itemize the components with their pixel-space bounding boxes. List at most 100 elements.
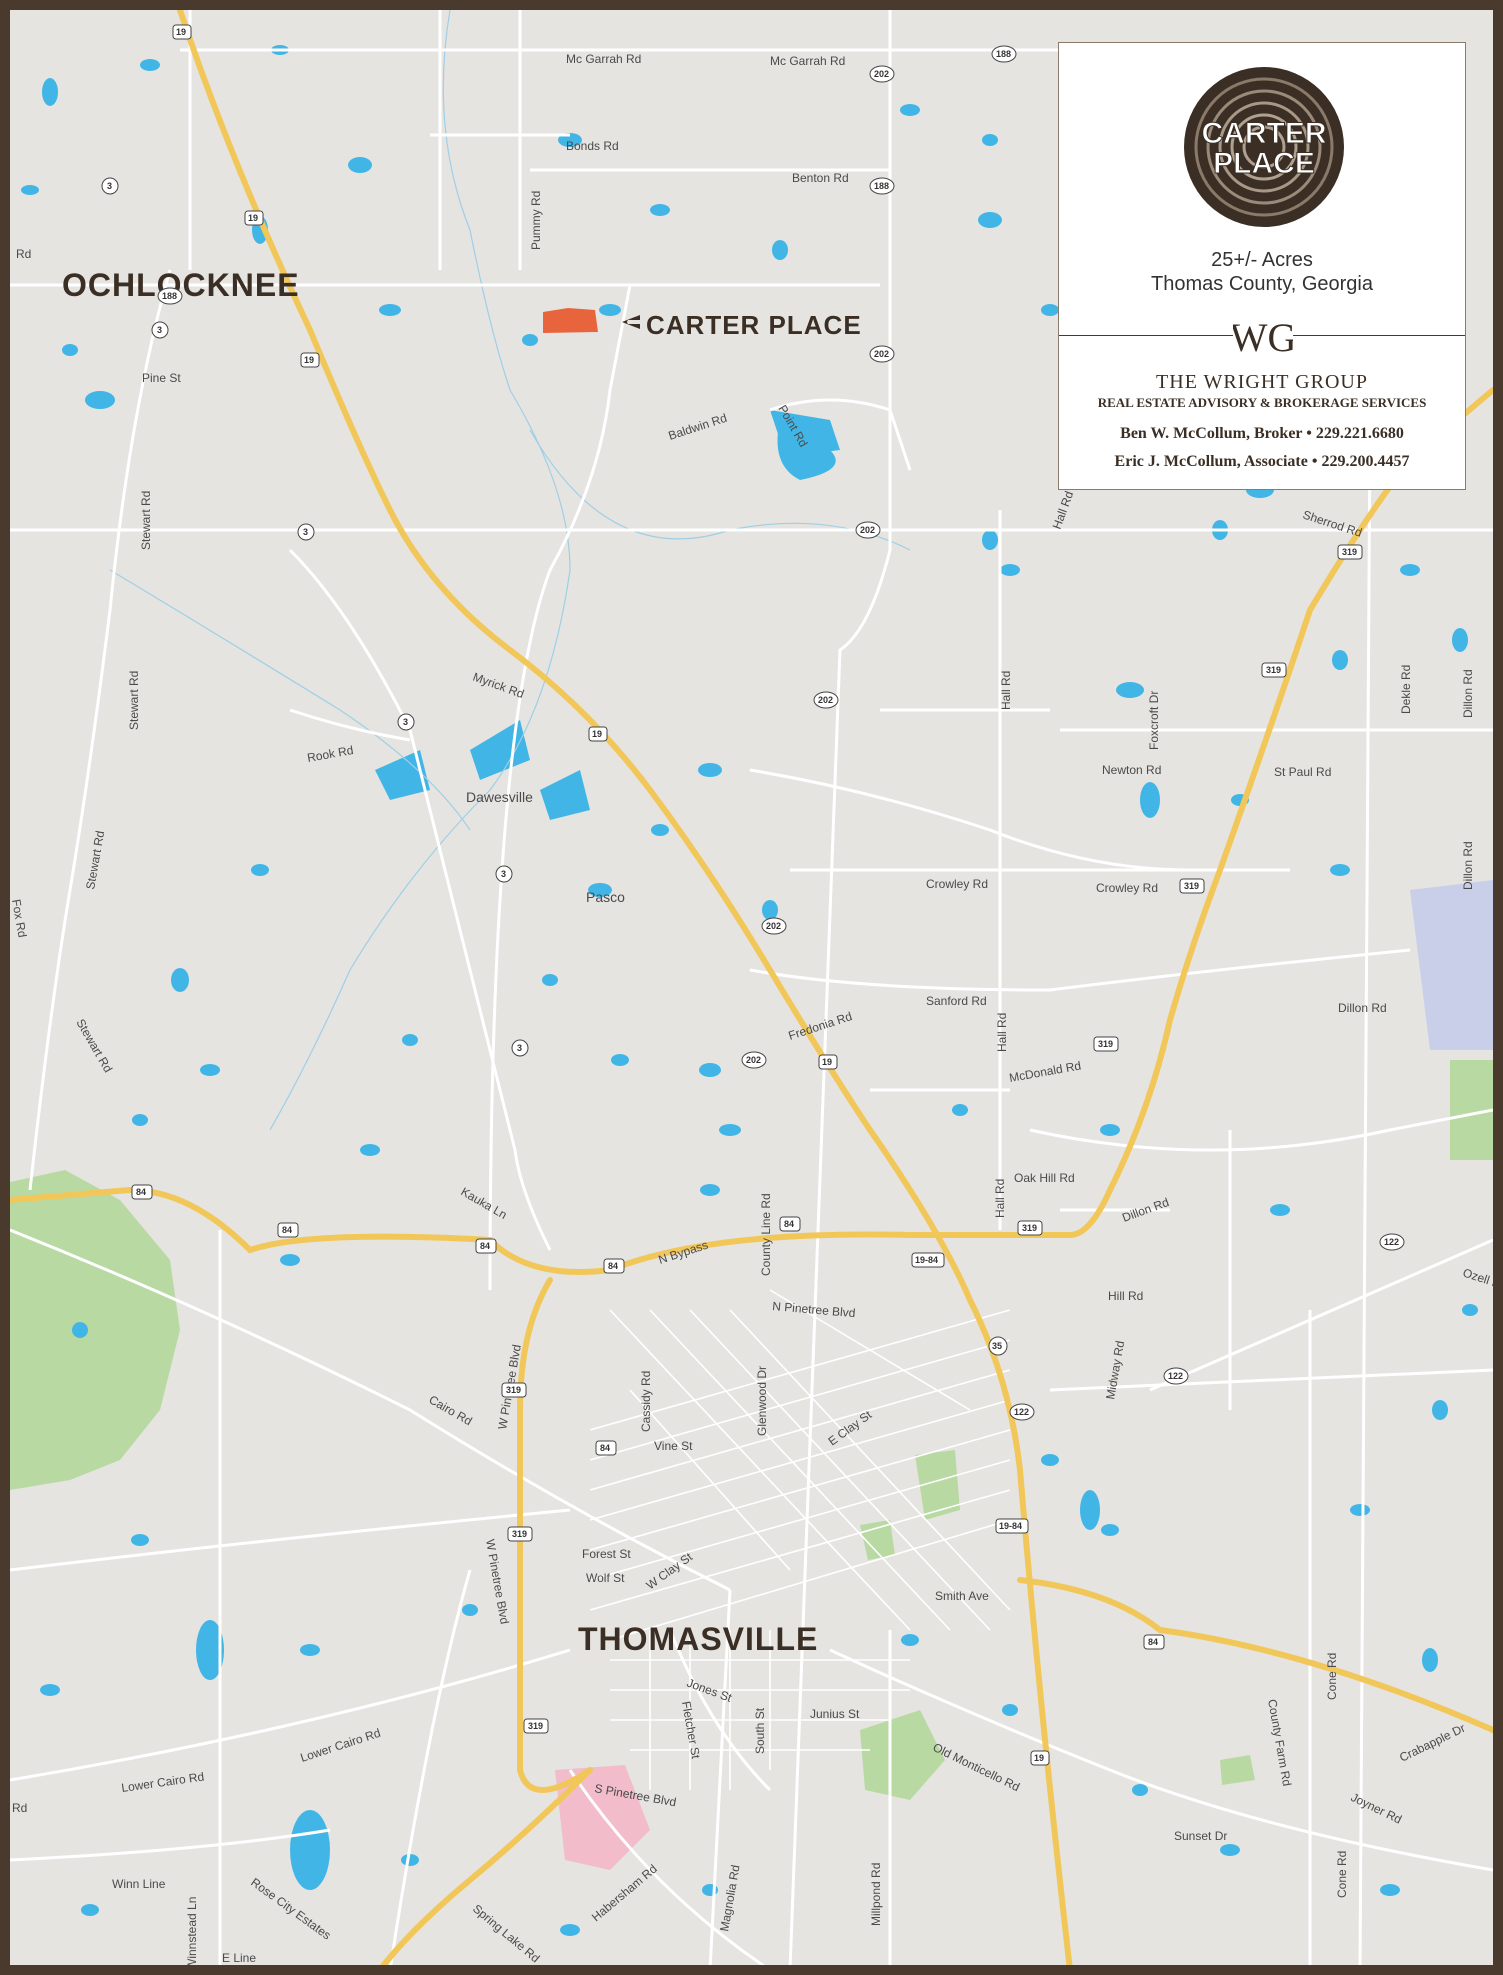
shield-202: 202 [869,65,895,83]
shield-202: 202 [741,1051,767,1069]
road-label: Foxcroft Dr [1147,691,1161,750]
road-label: Hall Rd [995,1013,1009,1052]
shield-319: 319 [1337,544,1363,560]
road-label: Rd [12,1801,27,1815]
city-streets [589,1289,1011,1790]
carter-place-logo: CARTER PLACE [1184,67,1344,227]
airport-area [1410,880,1493,1050]
road-label: Vine St [654,1439,693,1453]
shield-3: 3 [101,177,119,195]
road-label: Fox Rd [10,898,30,939]
road-label: E Line [222,1951,256,1965]
road-label: Crowley Rd [1096,881,1158,895]
road-label: Sanford Rd [926,994,987,1008]
shield-84: 84 [131,1184,153,1200]
road-label: Lower Cairo Rd [299,1726,383,1765]
road-label: Junius St [810,1707,860,1721]
svg-text:202: 202 [766,921,781,931]
svg-text:3: 3 [303,527,308,537]
svg-text:202: 202 [860,525,875,535]
shield-319: 319 [1017,1220,1043,1236]
road-label: Dillon Rd [1461,841,1475,890]
road-label: Stewart Rd [83,830,107,891]
road-label: South St [753,1707,767,1754]
road-label: McDonald Rd [1008,1059,1082,1085]
park-area [915,1450,960,1520]
county-text: Thomas County, Georgia [1151,273,1373,295]
shield-319: 319 [1261,662,1287,678]
park-area [10,1170,180,1490]
company-name: THE WRIGHT GROUP [1156,371,1368,393]
svg-text:3: 3 [157,325,162,335]
road-label: Ozell Rd [1461,1266,1493,1294]
svg-text:319: 319 [1342,547,1357,557]
svg-text:319: 319 [528,1721,543,1731]
svg-text:319: 319 [1266,665,1281,675]
shield-188: 188 [869,177,895,195]
shield-202: 202 [761,917,787,935]
svg-text:84: 84 [608,1261,618,1271]
svg-text:319: 319 [512,1529,527,1539]
road-label: Glenwood Dr [755,1366,769,1436]
road-label: N Bypass [657,1238,710,1267]
road-label: Cassidy Rd [639,1371,653,1432]
road-label: Lower Cairo Rd [120,1770,205,1795]
contact-associate: Eric J. McCollum, Associate • 229.200.44… [1114,453,1410,470]
shield-19-84: 19-84 [911,1252,945,1268]
road-label: Dekle Rd [1399,665,1413,714]
creeks [109,10,911,1131]
road-label: Crabapple Dr [1397,1721,1467,1765]
road-label: Stewart Rd [127,671,141,730]
svg-text:202: 202 [818,695,833,705]
svg-text:84: 84 [1148,1637,1158,1647]
shield-319: 319 [507,1526,533,1542]
road-label: Crowley Rd [926,877,988,891]
map-svg: CARTER PLACE OCHLOCKNEE THOMASVILLE Dawe… [10,10,1493,1965]
svg-text:3: 3 [107,181,112,191]
svg-text:19: 19 [1034,1753,1044,1763]
road-label: Joyner Rd [1349,1790,1404,1827]
svg-text:319: 319 [506,1385,521,1395]
svg-text:19: 19 [248,213,258,223]
road-label: Sunset Dr [1174,1829,1227,1843]
shield-19: 19 [588,726,608,742]
place-pasco: Pasco [586,889,625,905]
company-tagline: REAL ESTATE ADVISORY & BROKERAGE SERVICE… [1097,395,1427,410]
road-label: Dillon Rd [1338,1001,1387,1015]
svg-text:188: 188 [162,291,177,301]
logo-text-place: PLACE [1213,147,1315,180]
road-label: Forest St [582,1547,631,1561]
local-roads [10,10,1493,1965]
wright-group-monogram: WG [1233,311,1293,363]
svg-text:319: 319 [1022,1223,1037,1233]
shield-202: 202 [813,691,839,709]
road-label: Smith Ave [935,1589,989,1603]
svg-text:319: 319 [1184,881,1199,891]
shield-3: 3 [511,1039,529,1057]
road-label: Hill Rd [1108,1289,1143,1303]
shield-3: 3 [397,713,415,731]
shield-319: 319 [1093,1036,1119,1052]
shield-84: 84 [277,1222,299,1238]
shield-319: 319 [501,1382,527,1398]
subject-label: CARTER PLACE [646,310,862,340]
town-thomasville: THOMASVILLE [578,1621,818,1657]
subject-parcel[interactable] [543,308,598,333]
subject-arrow [622,315,640,329]
shield-19-84: 19-84 [995,1518,1029,1534]
shield-84: 84 [603,1258,625,1274]
road-label: W Pinetree Blvd [483,1538,512,1625]
shield-19: 19 [818,1054,838,1070]
road-label: Midway Rd [1103,1340,1127,1401]
shield-319: 319 [1179,878,1205,894]
road-label: Hall Rd [993,1179,1007,1218]
shield-84: 84 [1143,1634,1165,1650]
svg-text:84: 84 [282,1225,292,1235]
shield-319: 319 [523,1718,549,1734]
road-label: Winnstead Ln [185,1897,199,1965]
road-label: Dillon Rd [1120,1195,1171,1225]
shield-19: 19 [244,210,264,226]
road-label: St Paul Rd [1274,765,1331,779]
shield-202: 202 [855,521,881,539]
